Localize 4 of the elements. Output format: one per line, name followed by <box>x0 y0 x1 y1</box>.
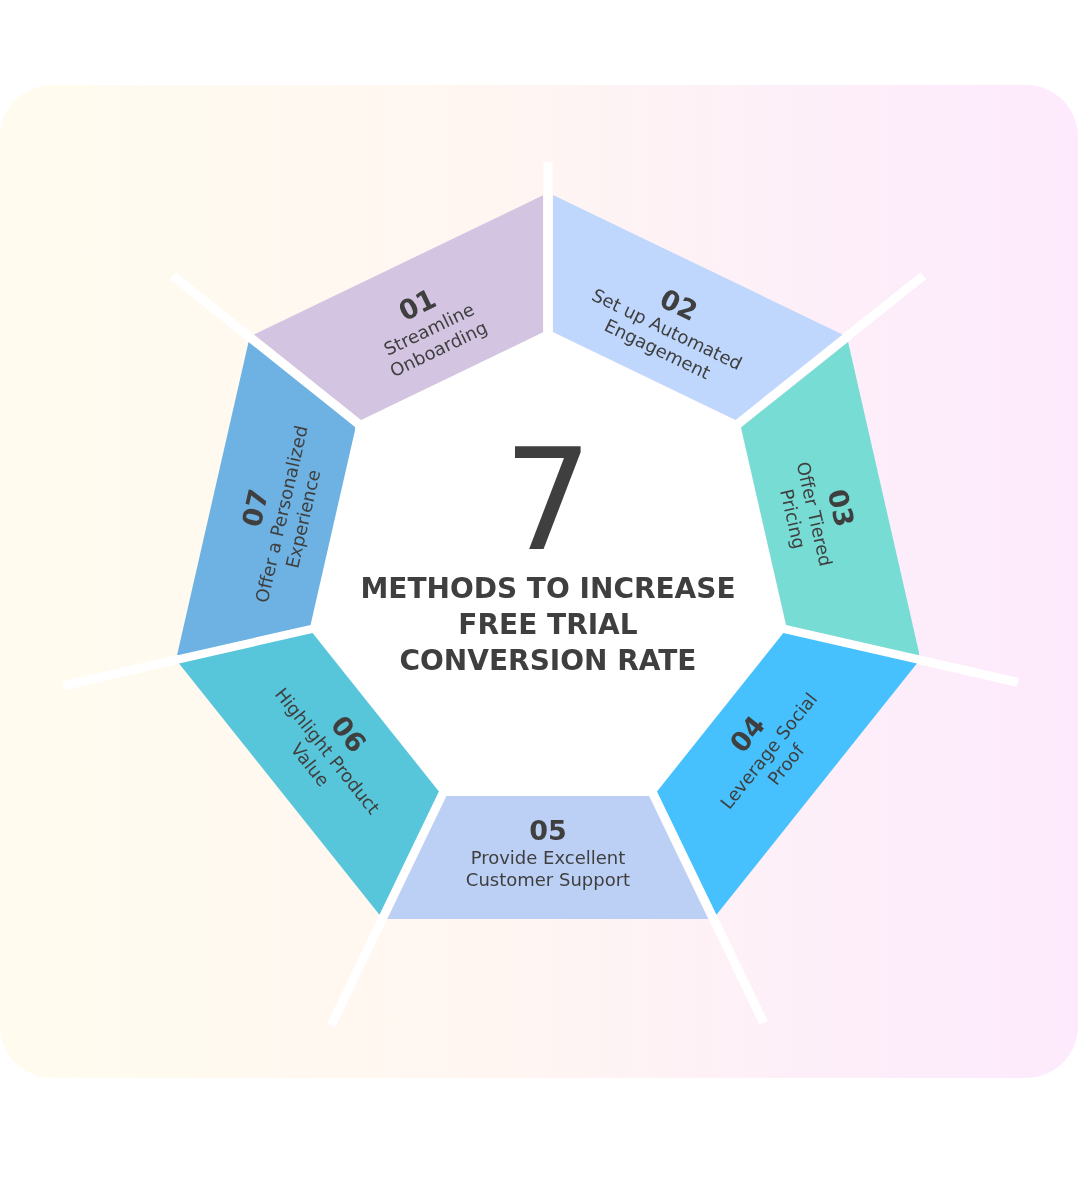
step-label: Provide Excellent Customer Support <box>464 847 632 891</box>
step-number: 05 <box>529 815 567 847</box>
heading: METHODS TO INCREASE FREE TRIAL CONVERSION RATE <box>359 571 737 679</box>
big-number: 7 <box>503 431 593 571</box>
